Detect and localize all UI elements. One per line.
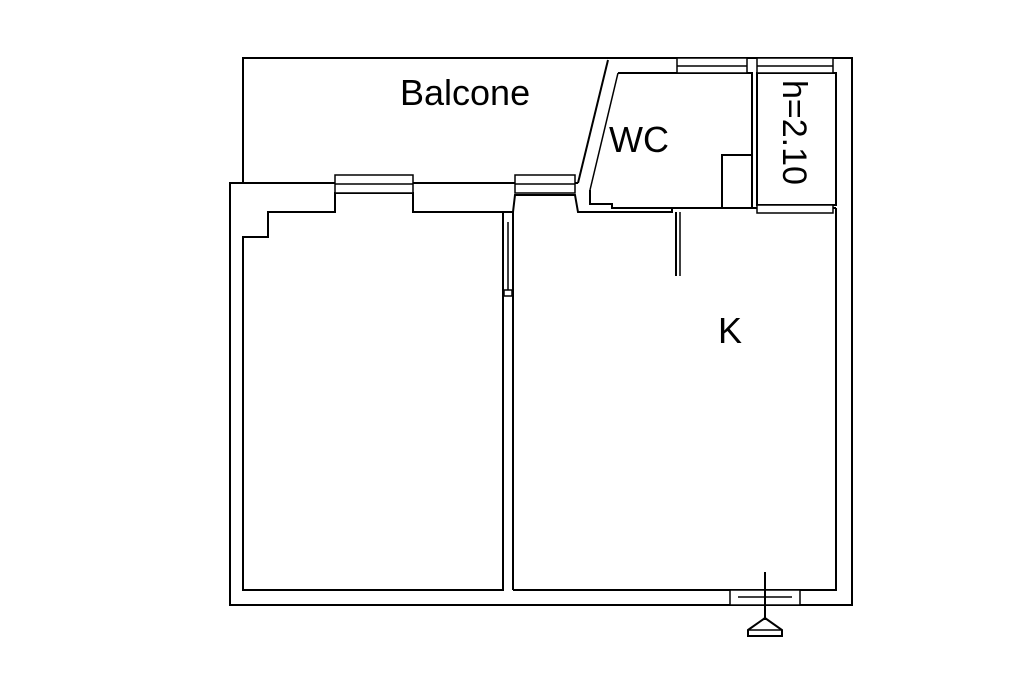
window-bedroom <box>334 174 414 194</box>
wc-door <box>675 212 681 276</box>
kitchen-label: K <box>718 310 742 351</box>
window-storage-bottom <box>756 204 834 214</box>
balcony-label: Balcone <box>400 72 530 113</box>
interior-door <box>503 211 513 297</box>
height-note: h=2.10 <box>775 80 813 185</box>
wc-label: WC <box>609 119 669 160</box>
window-kitchen <box>514 174 576 194</box>
window-storage <box>756 57 834 74</box>
window-wc <box>676 57 748 74</box>
entrance-arrow-icon <box>747 572 783 637</box>
outer-walls <box>229 57 853 606</box>
